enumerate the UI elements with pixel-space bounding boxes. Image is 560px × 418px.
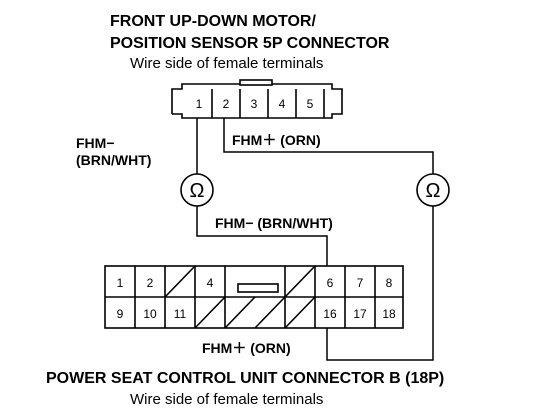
bottom-connector-latch xyxy=(237,283,279,293)
wires xyxy=(196,118,434,361)
blank-cell-3 xyxy=(164,265,196,298)
blank-cell-14 xyxy=(254,296,286,329)
top-terminal-4: 4 xyxy=(279,97,286,111)
bottom-terminal-11: 11 xyxy=(174,307,187,321)
wire-label-fhm-plus-top: FHM＋ (ORN) xyxy=(232,132,321,148)
bottom-terminal-1: 1 xyxy=(117,276,124,290)
bottom-connector-title: POWER SEAT CONTROL UNIT CONNECTOR B (18P… xyxy=(46,370,445,387)
bottom-terminal-16: 16 xyxy=(323,307,337,321)
top-connector-subtitle: Wire side of female terminals xyxy=(130,55,324,72)
top-connector-title-line2: POSITION SENSOR 5P CONNECTOR xyxy=(110,35,390,52)
bottom-terminal-4: 4 xyxy=(207,276,214,290)
wire-label-fhm-minus-left-color: (BRN/WHT) xyxy=(76,152,152,168)
bottom-terminal-7: 7 xyxy=(357,276,364,290)
top-connector xyxy=(171,79,343,119)
bottom-terminal-10: 10 xyxy=(143,307,157,321)
ohm-symbol-left: Ω xyxy=(190,180,205,202)
blank-cell-15 xyxy=(284,296,316,329)
bottom-terminal-18: 18 xyxy=(382,307,396,321)
bottom-terminal-6: 6 xyxy=(327,276,334,290)
ohmmeter-right: Ω xyxy=(416,173,450,207)
wire-label-fhm-minus-left: FHM− xyxy=(76,135,115,151)
top-terminal-3: 3 xyxy=(251,97,258,111)
blank-cell-12 xyxy=(194,296,226,329)
top-connector-latch xyxy=(239,79,273,86)
ohmmeter-icon xyxy=(180,173,214,207)
blank-cell-13 xyxy=(224,296,256,329)
blank-cell-5 xyxy=(284,265,316,298)
top-connector-shell xyxy=(171,83,343,119)
ohmmeter-left: Ω xyxy=(180,173,214,207)
bottom-terminal-8: 8 xyxy=(386,276,393,290)
bottom-terminal-2: 2 xyxy=(147,276,154,290)
wire-fhm-plus xyxy=(223,118,434,174)
bottom-connector xyxy=(104,265,404,329)
top-connector-title-line1: FRONT UP-DOWN MOTOR/ xyxy=(110,13,316,30)
wire-label-fhm-plus-bottom: FHM＋ (ORN) xyxy=(202,340,291,356)
ohm-symbol-right: Ω xyxy=(426,180,441,202)
wire-label-fhm-minus-mid: FHM− (BRN/WHT) xyxy=(215,215,333,231)
bottom-terminal-17: 17 xyxy=(353,307,367,321)
top-terminal-2: 2 xyxy=(223,97,230,111)
wire-fhm-plus-lower xyxy=(326,206,434,361)
wire-fhm-minus-lower xyxy=(196,206,328,266)
bottom-connector-subtitle: Wire side of female terminals xyxy=(130,391,324,408)
top-terminal-5: 5 xyxy=(307,97,314,111)
top-terminal-1: 1 xyxy=(196,97,203,111)
ohmmeter-icon xyxy=(416,173,450,207)
bottom-terminal-9: 9 xyxy=(117,307,124,321)
